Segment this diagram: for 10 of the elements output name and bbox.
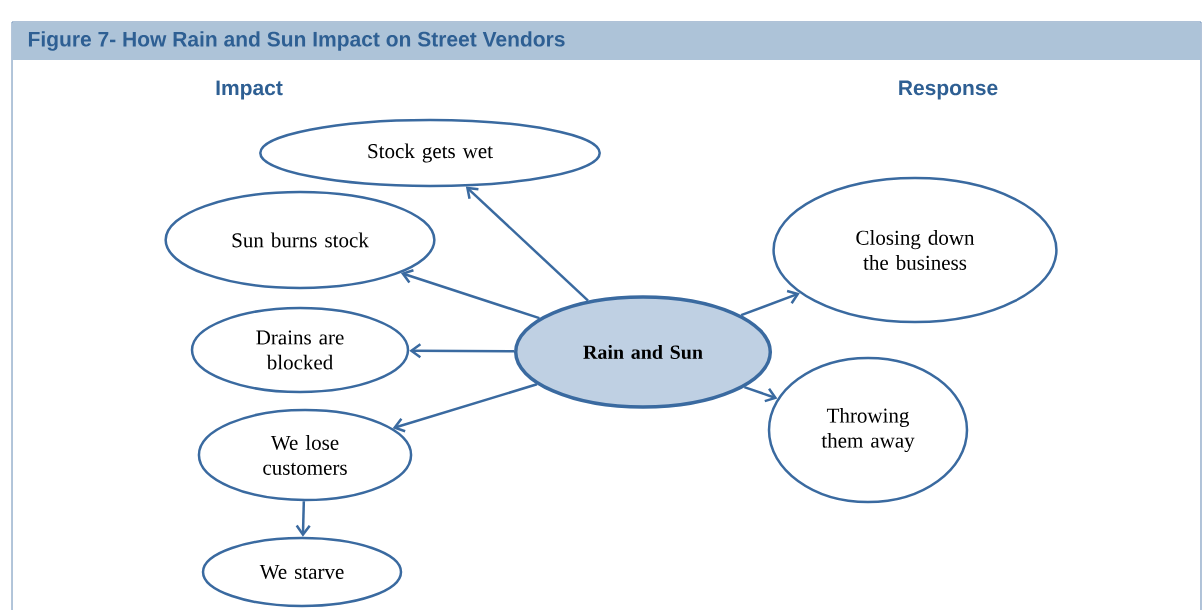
arrow [743,385,778,403]
arrow [740,289,800,317]
column-heading: Response [899,80,998,100]
arrow [465,186,589,302]
arrow [409,343,514,359]
arrow [295,501,311,537]
arrow [400,269,540,320]
title-band: Figure 7- How Rain and Sun Impact on Street Vendors [12,22,1201,60]
arrow [392,383,538,433]
column-heading: Impact [216,80,283,100]
